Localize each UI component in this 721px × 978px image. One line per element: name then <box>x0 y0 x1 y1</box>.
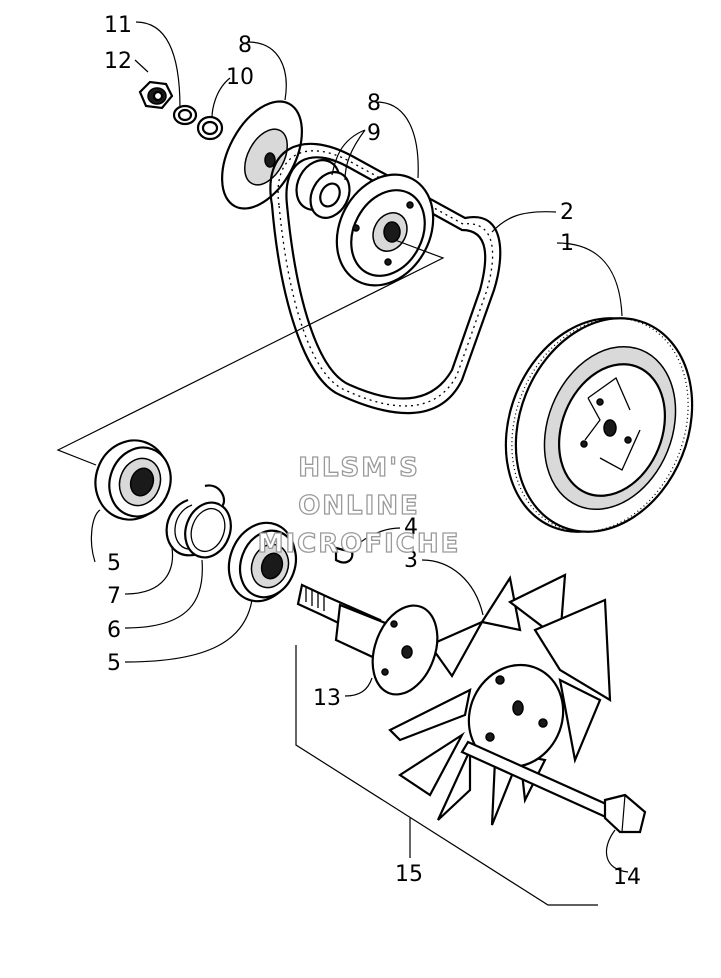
woodruff-key <box>334 546 354 564</box>
callout-labels: 11 12 8 10 8 9 2 1 4 3 5 7 6 5 13 15 14 <box>104 13 641 890</box>
callout-15: 15 <box>395 862 423 887</box>
large-pulley <box>504 317 694 533</box>
callout-3: 3 <box>404 548 418 573</box>
watermark: HLSM'S ONLINE MICROFICHE <box>257 452 461 559</box>
callout-1: 1 <box>560 231 574 256</box>
hub-spacers <box>295 159 351 219</box>
callout-2: 2 <box>560 200 574 225</box>
callout-8-front: 8 <box>367 91 381 116</box>
watermark-line-3: MICROFICHE <box>258 529 461 559</box>
callout-11: 11 <box>104 13 132 38</box>
bearing-upper <box>94 439 172 521</box>
callout-7: 7 <box>107 584 121 609</box>
callout-4: 4 <box>404 515 418 540</box>
retaining-ring <box>184 484 232 559</box>
callout-14: 14 <box>613 865 641 890</box>
callout-9: 9 <box>367 121 381 146</box>
callout-5-lower: 5 <box>107 651 121 676</box>
watermark-line-1: HLSM'S <box>298 453 420 483</box>
bolt <box>460 740 647 834</box>
callout-5-upper: 5 <box>107 551 121 576</box>
pulley-half-front <box>335 173 435 287</box>
fan-shaft <box>296 583 439 696</box>
watermark-line-2: ONLINE <box>298 491 420 521</box>
callout-12: 12 <box>104 49 132 74</box>
callout-13: 13 <box>313 686 341 711</box>
callout-10: 10 <box>226 65 254 90</box>
lock-washer <box>172 104 198 126</box>
bearing-lower <box>227 521 298 603</box>
drive-belt <box>269 142 502 415</box>
leader-lines <box>90 21 629 873</box>
callout-6: 6 <box>107 618 121 643</box>
callout-8-top: 8 <box>238 33 252 58</box>
assembly-bracket-upper <box>56 239 445 466</box>
flat-washer <box>196 115 224 141</box>
assembly-bracket-lower <box>295 645 598 906</box>
hex-nut <box>138 80 174 110</box>
